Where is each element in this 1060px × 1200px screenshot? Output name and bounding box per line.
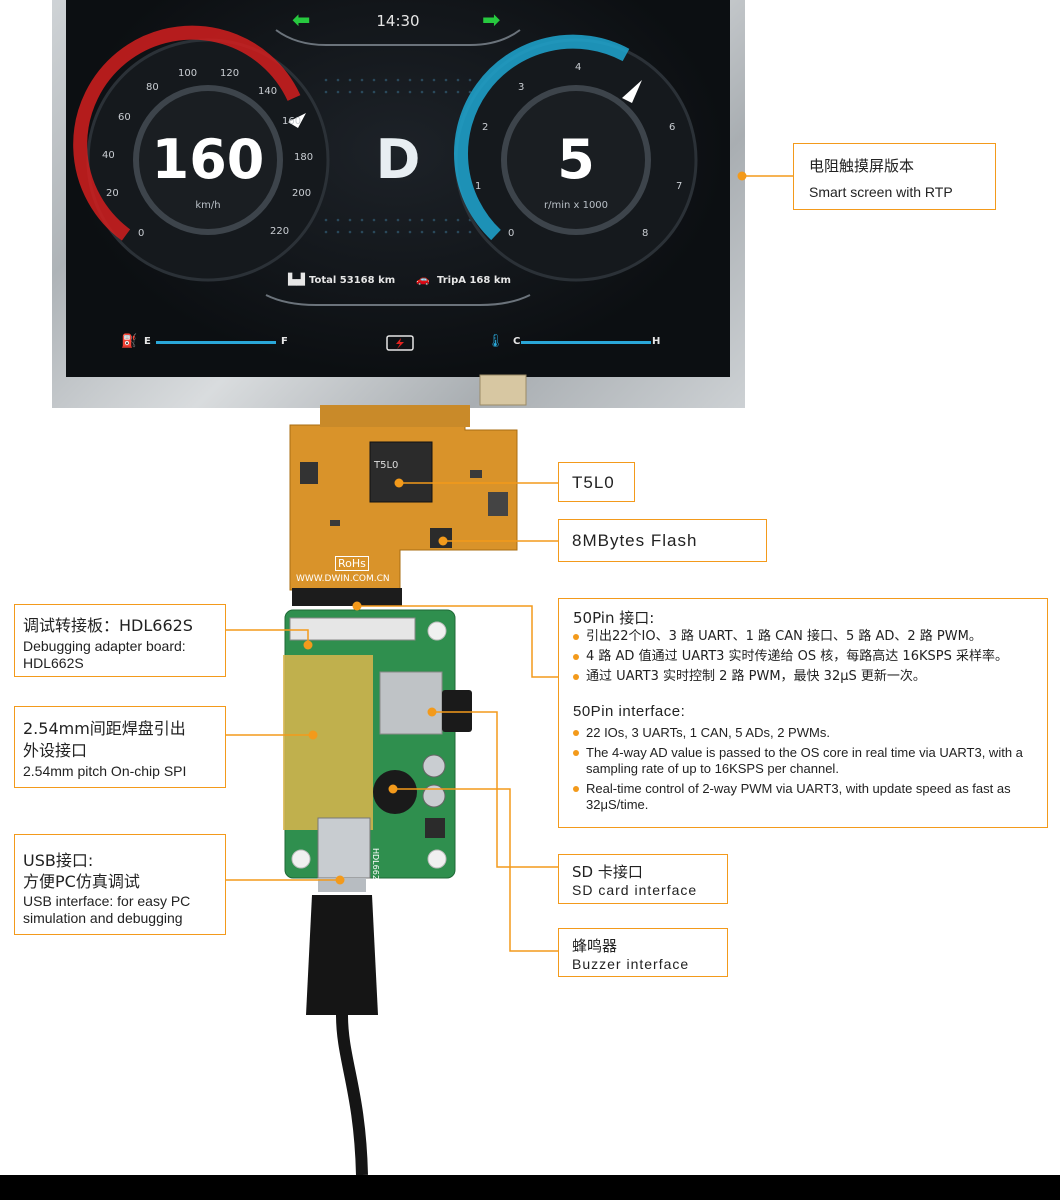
callout-debug-board-en2: HDL662S xyxy=(23,655,84,671)
fuel-icon: ⛽ xyxy=(121,334,138,349)
total-distance: Total 53168 km xyxy=(309,275,396,286)
callout-buzzer-cn: 蜂鸣器 xyxy=(572,937,618,955)
footer-band xyxy=(0,1175,1060,1200)
callout-flash-label: 8MBytes Flash xyxy=(572,531,698,550)
callout-50pin-cn-item: 通过 UART3 实时控制 2 路 PWM，最快 32μS 更新一次。 xyxy=(573,669,1043,685)
callout-50pin-en-item: The 4-way AD value is passed to the OS c… xyxy=(573,745,1033,777)
speed-tick: 100 xyxy=(178,68,198,79)
clock: 14:30 xyxy=(376,12,420,30)
callout-sd-cn: SD 卡接口 xyxy=(572,863,643,881)
rpm-tick: 6 xyxy=(669,122,676,133)
callout-50pin-en-item: 22 IOs, 3 UARTs, 1 CAN, 5 ADs, 2 PWMs. xyxy=(573,725,1033,741)
temperature-icon: 🌡 xyxy=(487,334,504,349)
speed-tick: 180 xyxy=(294,152,314,163)
speed-tick: 200 xyxy=(292,188,312,199)
board-silkscreen: HDL662S xyxy=(371,848,380,885)
pcb-website: WWW.DWIN.COM.CN xyxy=(296,574,390,584)
callout-sd-en: SD card interface xyxy=(572,882,698,898)
speed-tick: 80 xyxy=(146,82,159,93)
speed-tick: 220 xyxy=(270,226,290,237)
callout-50pin-cn-title: 50Pin 接口: xyxy=(573,609,655,627)
rpm-tick: 1 xyxy=(475,181,482,192)
rpm-tick: 3 xyxy=(518,82,525,93)
trip-distance: TripA 168 km xyxy=(437,275,511,286)
callout-smart-screen-cn: 电阻触摸屏版本 xyxy=(809,157,915,175)
callout-t5l0-label: T5L0 xyxy=(572,473,615,492)
turn-left-arrow-icon: ⬅ xyxy=(292,8,311,33)
callout-pitch-en: 2.54mm pitch On-chip SPI xyxy=(23,763,187,779)
callout-50pin-cn-item: 4 路 AD 值通过 UART3 实时传递给 OS 核，每路高达 16KSPS … xyxy=(573,649,1043,665)
callout-buzzer: 蜂鸣器 Buzzer interface xyxy=(558,928,728,977)
callout-smart-screen-en: Smart screen with RTP xyxy=(809,184,953,200)
fuel-full-label: F xyxy=(281,336,288,347)
callout-50pin-en-item: Real-time control of 2-way PWM via UART3… xyxy=(573,781,1033,813)
dashboard-graphics xyxy=(73,25,698,351)
temp-cold-label: C xyxy=(513,336,521,347)
fuel-empty-label: E xyxy=(144,336,151,347)
speed-tick: 40 xyxy=(102,150,115,161)
speed-tick: 0 xyxy=(138,228,145,239)
speed-tick: 160 xyxy=(282,116,302,127)
turn-right-arrow-icon: ➡ xyxy=(482,8,501,33)
car-icon: 🚗 xyxy=(416,273,430,286)
rpm-tick: 7 xyxy=(676,181,683,192)
rpm-unit: r/min x 1000 xyxy=(543,200,609,211)
callout-buzzer-en: Buzzer interface xyxy=(572,956,690,972)
speed-unit: km/h xyxy=(195,200,221,211)
callout-debug-board-cn: 调试转接板：HDL662S xyxy=(23,616,193,635)
speed-tick: 140 xyxy=(258,86,278,97)
callout-50pin: 50Pin 接口: 引出22个IO、3 路 UART、1 路 CAN 接口、5 … xyxy=(558,598,1048,828)
callout-pitch-cn1: 2.54mm间距焊盘引出 xyxy=(23,719,186,738)
callout-smart-screen: 电阻触摸屏版本 Smart screen with RTP xyxy=(793,143,996,210)
callout-usb: USB接口: 方便PC仿真调试 USB interface: for easy … xyxy=(14,834,226,935)
rpm-value: 5 xyxy=(557,128,595,191)
gear-indicator: D xyxy=(375,128,421,191)
callout-usb-en1: USB interface: for easy PC xyxy=(23,893,191,909)
temp-hot-label: H xyxy=(652,336,661,347)
callout-pitch-cn2: 外设接口 xyxy=(23,741,88,760)
rpm-tick: 2 xyxy=(482,122,489,133)
callout-debug-board: 调试转接板：HDL662S Debugging adapter board: H… xyxy=(14,604,226,677)
chip-marking: T5L0 xyxy=(374,460,399,471)
speed-tick: 120 xyxy=(220,68,240,79)
callout-pitch: 2.54mm间距焊盘引出 外设接口 2.54mm pitch On-chip S… xyxy=(14,706,226,788)
callout-usb-en2: simulation and debugging xyxy=(23,910,183,926)
speed-value: 160 xyxy=(151,128,265,191)
callout-debug-board-en1: Debugging adapter board: xyxy=(23,638,186,654)
rohs-mark: RoHs xyxy=(335,556,369,571)
callout-usb-cn2: 方便PC仿真调试 xyxy=(23,872,140,891)
speed-tick: 60 xyxy=(118,112,131,123)
callout-flash: 8MBytes Flash xyxy=(558,519,767,562)
callout-t5l0: T5L0 xyxy=(558,462,635,502)
rpm-tick: 8 xyxy=(642,228,649,239)
lcd-screen: ⬅ ➡ 14:30 0 20 40 60 80 100 120 140 160 … xyxy=(66,0,730,377)
callout-sd: SD 卡接口 SD card interface xyxy=(558,854,728,904)
road-icon: ▙▟ xyxy=(288,273,305,286)
callout-usb-cn1: USB接口: xyxy=(23,851,94,870)
rpm-tick: 0 xyxy=(508,228,515,239)
callout-50pin-en-title: 50Pin interface: xyxy=(573,703,686,720)
speed-tick: 20 xyxy=(106,188,119,199)
callout-50pin-cn-item: 引出22个IO、3 路 UART、1 路 CAN 接口、5 路 AD、2 路 P… xyxy=(573,629,1043,645)
rpm-tick: 4 xyxy=(575,62,582,73)
